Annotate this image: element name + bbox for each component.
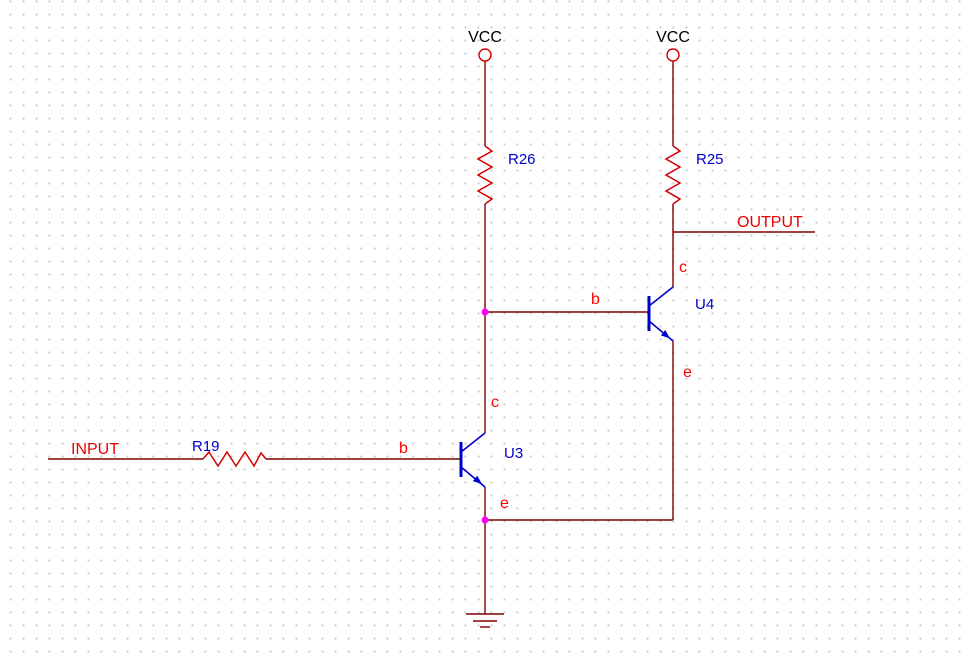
u4-pin-label-b: b (591, 291, 600, 308)
resistor-r25-ref-label: R25 (696, 151, 724, 168)
resistor-r26-symbol (476, 145, 494, 205)
vcc-left-terminal-circle (478, 48, 492, 62)
u3-emitter-arrow (472, 475, 482, 484)
u4-collector-line (648, 286, 674, 307)
resistor-r26[interactable]: R26 (476, 145, 536, 205)
resistor-r19-ref-label: R19 (192, 438, 220, 455)
resistor-r25-symbol (664, 145, 682, 205)
ground-symbol[interactable] (466, 613, 504, 628)
u4-emitter-arrow (660, 330, 670, 339)
resistor-r25[interactable]: R25 (664, 145, 724, 205)
power-port-vcc-right[interactable]: VCC (656, 29, 690, 62)
junction-dot-collector-node (481, 308, 489, 316)
u3-pin-label-e: e (500, 495, 509, 512)
power-port-vcc-left[interactable]: VCC (468, 29, 502, 62)
transistor-u3[interactable]: U3 b c e (399, 394, 523, 512)
u3-ref-label: U3 (504, 445, 523, 462)
u4-pin-label-c: c (679, 259, 687, 276)
resistor-r26-ref-label: R26 (508, 151, 536, 168)
u3-pin-label-c: c (491, 394, 499, 411)
net-label-output[interactable]: OUTPUT (737, 214, 803, 231)
u3-emitter-line (460, 466, 486, 488)
u3-pin-label-b: b (399, 440, 408, 457)
u4-ref-label: U4 (695, 296, 714, 313)
u4-pin-label-e: e (683, 364, 692, 381)
vcc-left-label: VCC (468, 29, 502, 46)
vcc-right-label: VCC (656, 29, 690, 46)
resistor-r19[interactable]: R19 (192, 438, 267, 468)
vcc-right-terminal-circle (666, 48, 680, 62)
junction-dot-emitter-node (481, 516, 489, 524)
net-label-input[interactable]: INPUT (71, 441, 119, 458)
resistor-r19-symbol (202, 450, 267, 468)
transistor-u4[interactable]: U4 b c e (591, 259, 714, 381)
u3-collector-line (460, 432, 486, 453)
